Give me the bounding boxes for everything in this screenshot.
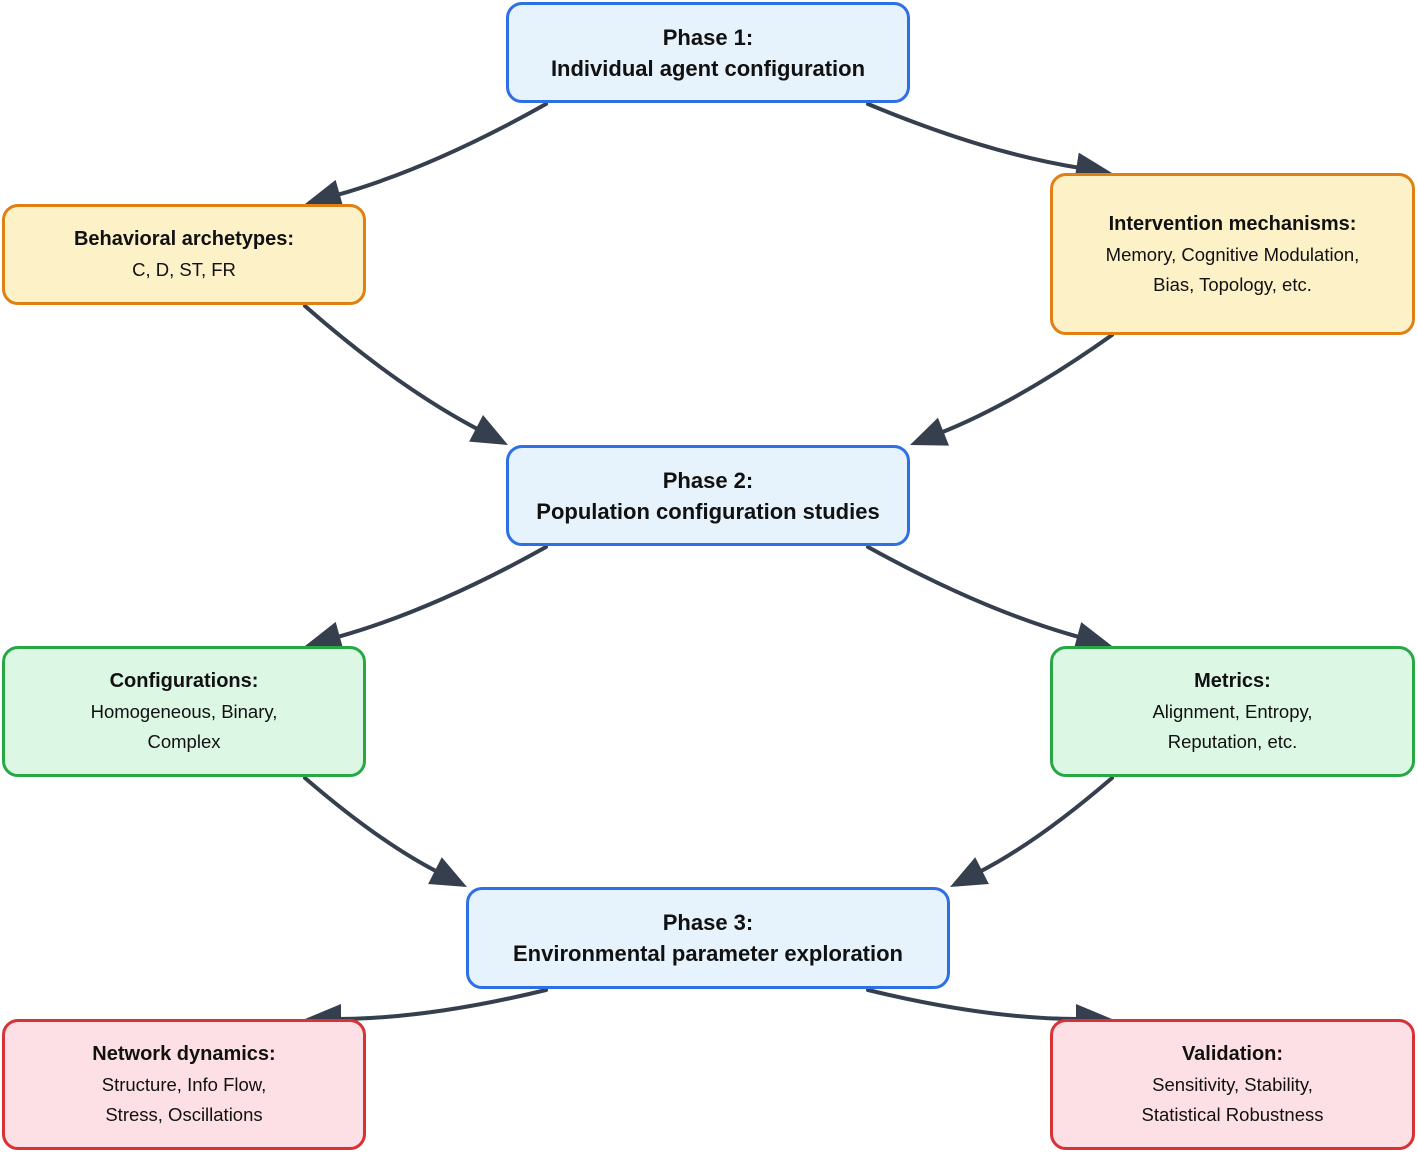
arrow-head: [305, 621, 344, 651]
phase-2-label: Phase 2:: [662, 467, 754, 493]
validation-detail-line-1: Sensitivity, Stability,: [1152, 1074, 1313, 1095]
phase-3-title: Environmental parameter exploration: [513, 941, 903, 966]
metrics-detail-line-1: Alignment, Entropy,: [1152, 701, 1313, 722]
arrow-head: [469, 415, 508, 445]
intervention-mechanisms-detail-line-2: Bias, Topology, etc.: [1153, 273, 1312, 295]
metrics-detail-line-2: Reputation, etc.: [1167, 731, 1298, 752]
arrow-phase2-to-configurations: [305, 545, 548, 651]
behavioral-archetypes-detail: C, D, ST, FR: [132, 259, 236, 280]
intervention-mechanisms-title: Intervention mechanisms:: [1108, 212, 1357, 235]
arrow-line: [335, 988, 548, 1021]
validation-box: Validation: Sensitivity, Stability, Stat…: [1050, 1019, 1415, 1150]
configurations-detail-line-1: Homogeneous, Binary,: [90, 701, 278, 722]
arrow-head: [428, 857, 467, 887]
metrics-box: Metrics: Alignment, Entropy, Reputation,…: [1050, 646, 1415, 777]
network-dynamics-detail-line-1: Structure, Info Flow,: [101, 1074, 267, 1095]
validation-detail-line-2: Statistical Robustness: [1141, 1104, 1324, 1125]
phase-2-box: Phase 2: Population configuration studie…: [506, 445, 910, 546]
phase-3-box: Phase 3: Environmental parameter explora…: [466, 887, 950, 989]
validation-title: Validation:: [1181, 1043, 1284, 1065]
arrow-configurations-to-phase3: [303, 776, 467, 887]
network-dynamics-box: Network dynamics: Structure, Info Flow, …: [2, 1019, 366, 1150]
arrow-layer: [303, 102, 1114, 1035]
arrow-line: [303, 304, 482, 433]
phase-3-label: Phase 3:: [662, 910, 754, 935]
configurations-title: Configurations:: [109, 670, 259, 692]
phase-1-title: Individual agent configuration: [550, 55, 866, 81]
metrics-title: Metrics:: [1194, 670, 1271, 692]
arrow-line: [866, 988, 1082, 1022]
network-dynamics-title: Network dynamics:: [92, 1043, 276, 1065]
arrow-metrics-to-phase3: [950, 776, 1114, 887]
arrow-line: [866, 102, 1083, 171]
phase-1-box: Phase 1: Individual agent configuration: [506, 2, 910, 103]
arrow-archetypes-to-phase2: [303, 304, 508, 445]
arrow-line: [333, 545, 548, 640]
arrow-head: [950, 857, 989, 887]
intervention-mechanisms-detail-line-1: Memory, Cognitive Modulation,: [1105, 243, 1360, 265]
phase-2-title: Population configuration studies: [536, 498, 880, 524]
network-dynamics-detail-line-2: Stress, Oscillations: [105, 1104, 263, 1125]
behavioral-archetypes-title: Behavioral archetypes:: [73, 228, 295, 250]
arrow-phase2-to-metrics: [866, 545, 1112, 652]
intervention-mechanisms-box: Intervention mechanisms: Memory, Cogniti…: [1050, 173, 1415, 335]
arrow-line: [866, 545, 1084, 640]
arrow-head: [1073, 622, 1112, 652]
configurations-detail-line-2: Complex: [147, 731, 221, 752]
arrow-line: [303, 776, 441, 875]
arrow-line: [937, 333, 1114, 436]
arrow-head: [305, 179, 344, 209]
configurations-box: Configurations: Homogeneous, Binary, Com…: [2, 646, 366, 777]
arrow-line: [333, 102, 548, 198]
phase-1-label: Phase 1:: [662, 24, 754, 50]
arrow-phase1-to-archetypes: [305, 102, 548, 209]
arrow-interventions-to-phase2: [910, 333, 1114, 446]
behavioral-archetypes-box: Behavioral archetypes: C, D, ST, FR: [2, 204, 366, 305]
arrow-head: [910, 417, 949, 446]
arrow-phase1-to-interventions: [866, 102, 1112, 183]
arrow-line: [976, 776, 1114, 875]
